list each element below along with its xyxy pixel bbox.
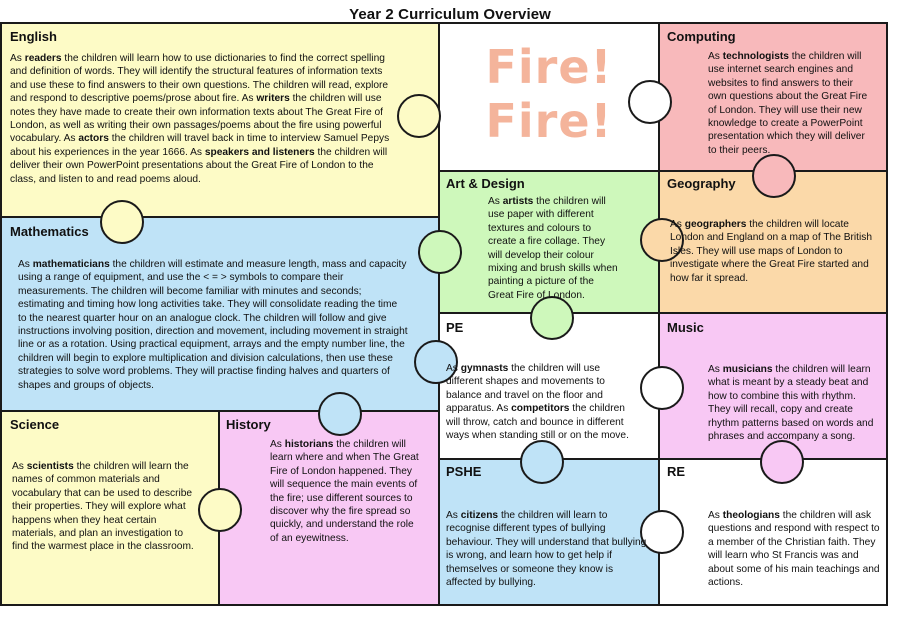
topic-piece: [438, 22, 660, 172]
keyword: gymnasts: [460, 363, 509, 374]
keyword: readers: [24, 53, 62, 64]
science-piece: [0, 410, 220, 606]
english-knob: [397, 94, 441, 138]
keyword: scientists: [26, 461, 74, 472]
maths-piece: [0, 216, 440, 412]
art-left-knob: [418, 230, 462, 274]
geography-knob: [640, 218, 684, 262]
maths-right-knob: [414, 340, 458, 384]
pe-knob: [640, 366, 684, 410]
music-text: As musicians the children will learn wha…: [708, 364, 874, 443]
english-bottom-knob: [100, 200, 144, 244]
english-heading: English: [10, 29, 57, 44]
maths-text: As mathematicians the children will esti…: [18, 259, 408, 391]
art-piece: [438, 170, 660, 314]
re-text: As theologians the children will ask que…: [708, 510, 880, 589]
science-text: As scientists the children will learn th…: [12, 461, 194, 553]
keyword: artists: [502, 196, 534, 207]
pshe-heading: PSHE: [446, 464, 482, 479]
topic-title: Fire! Fire!: [485, 40, 613, 148]
art-heading: Art & Design: [446, 176, 525, 191]
re-heading: RE: [667, 464, 686, 479]
keyword: mathematicians: [32, 259, 110, 270]
english-text: As readers the children will learn how t…: [10, 53, 390, 185]
keyword: musicians: [722, 364, 773, 375]
keyword: citizens: [460, 510, 499, 521]
science-heading: Science: [10, 417, 60, 432]
art-text: As artists the children will use paper w…: [488, 196, 618, 301]
maths-heading: Mathematics: [10, 224, 89, 239]
topic-knob: [628, 80, 672, 124]
keyword: writers: [256, 93, 290, 105]
keyword: theologians: [722, 510, 780, 521]
english-piece: [0, 22, 440, 218]
geography-heading: Geography: [667, 176, 736, 191]
computing-knob: [752, 154, 796, 198]
history-heading: History: [226, 417, 271, 432]
geography-text: As geographers the children will locate …: [670, 219, 873, 284]
keyword: speakers and listeners: [204, 146, 315, 158]
pshe-knob: [520, 440, 564, 484]
music-knob: [760, 440, 804, 484]
music-piece: [658, 312, 888, 460]
keyword: competitors: [511, 403, 570, 415]
pe-text: As gymnasts the children will use differ…: [446, 363, 629, 442]
maths-knob: [318, 392, 362, 436]
pe-heading: PE: [446, 320, 464, 335]
art-knob: [530, 296, 574, 340]
keyword: historians: [284, 439, 334, 450]
pshe-text: As citizens the children will learn to r…: [446, 510, 647, 589]
page-title: Year 2 Curriculum Overview: [349, 6, 551, 23]
keyword: actors: [78, 133, 109, 145]
computing-heading: Computing: [667, 29, 736, 44]
history-text: As historians the children will learn wh…: [270, 439, 419, 544]
music-heading: Music: [667, 320, 704, 335]
computing-text: As technologists the children will use i…: [708, 51, 868, 156]
keyword: technologists: [722, 51, 789, 62]
re-piece: [658, 458, 888, 606]
keyword: geographers: [684, 219, 747, 230]
science-knob: [198, 488, 242, 532]
re-knob: [640, 510, 684, 554]
